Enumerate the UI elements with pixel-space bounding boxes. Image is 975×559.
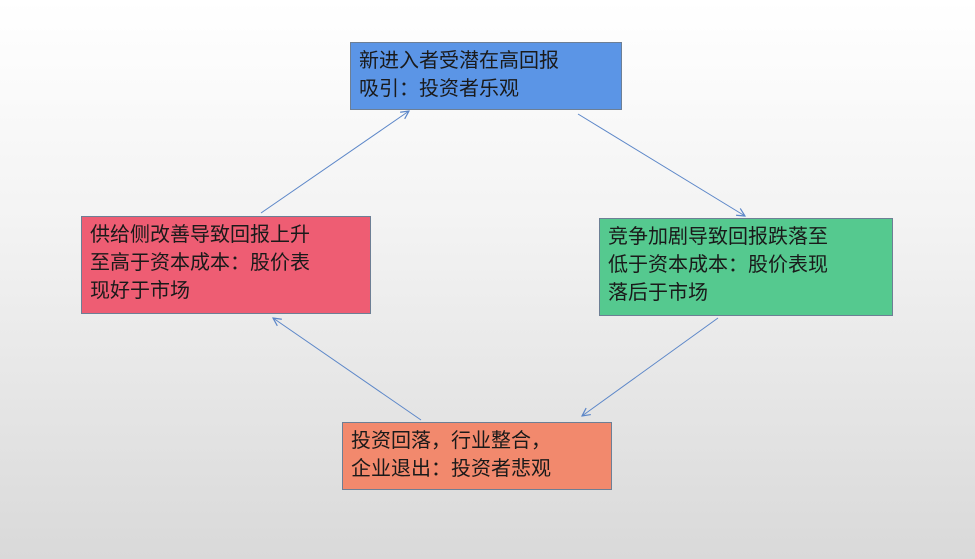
- node-new-entrants-optimism: 新进入者受潜在高回报 吸引：投资者乐观: [350, 42, 622, 110]
- node-supply-side-returns-rise: 供给侧改善导致回报上升 至高于资本成本：股价表 现好于市场: [81, 216, 371, 314]
- arrow-right-to-bottom: [582, 317, 719, 416]
- arrow-left-to-top: [260, 111, 409, 214]
- node-competition-returns-fall: 竞争加剧导致回报跌落至 低于资本成本：股价表现 落后于市场: [599, 218, 893, 316]
- arrow-top-to-right: [577, 113, 745, 216]
- arrow-bottom-to-left: [273, 318, 422, 421]
- node-consolidation-pessimism: 投资回落，行业整合， 企业退出：投资者悲观: [342, 422, 612, 490]
